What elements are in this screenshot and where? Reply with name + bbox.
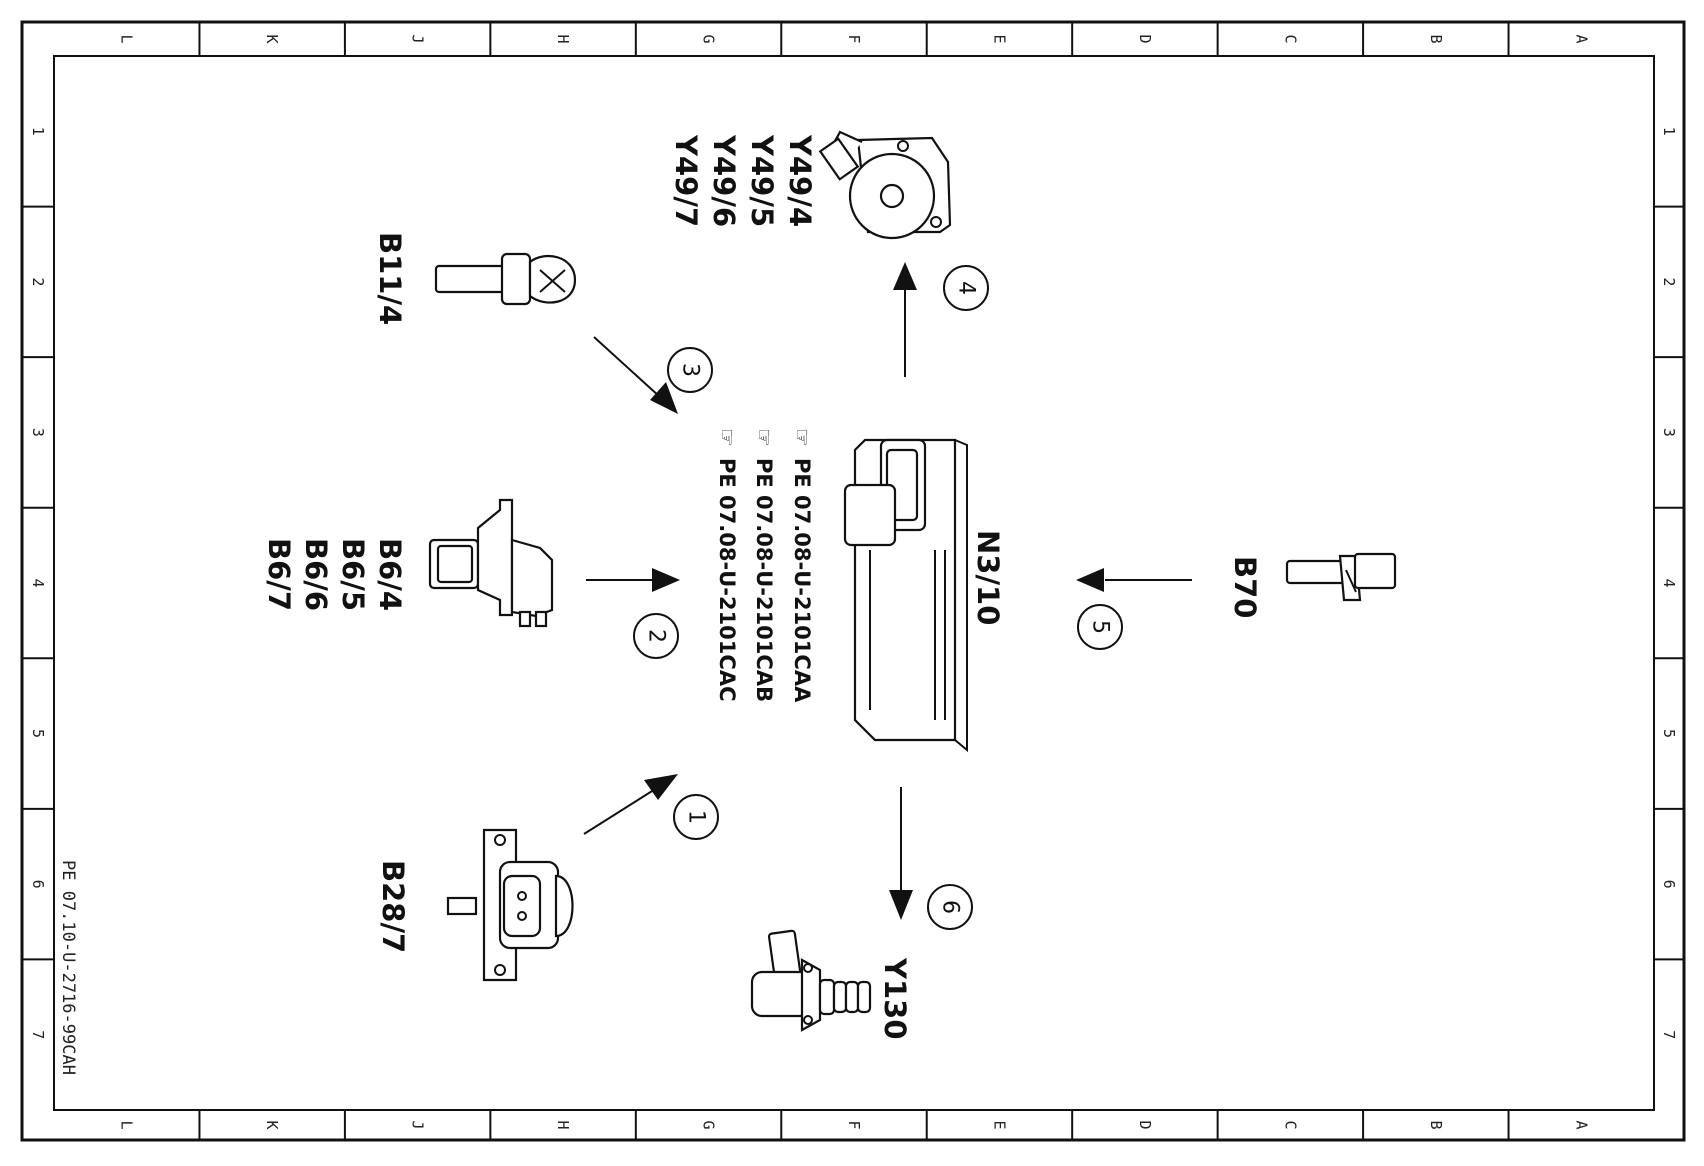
grid-label: B xyxy=(1427,34,1445,43)
grid-label: 4 xyxy=(29,578,47,587)
grid-ticks xyxy=(22,22,1684,1140)
grid-label: 4 xyxy=(1660,578,1678,587)
valve-group: Y130 xyxy=(750,929,912,1040)
step-markers: 1 2 3 4 5 6 xyxy=(633,265,1123,930)
grid-label: C xyxy=(1281,34,1299,43)
oil-temperature-sensor-group: B11/4 xyxy=(373,232,577,325)
step-marker: 3 xyxy=(667,347,713,393)
svg-text:2: 2 xyxy=(644,629,669,643)
inner-border xyxy=(53,55,1655,1111)
grid-label: H xyxy=(554,34,572,43)
document-id: PE 07.10-U-2716-99CAH xyxy=(58,860,78,1075)
grid-label: J xyxy=(409,1120,427,1129)
camshaft-adjuster-icon xyxy=(818,130,952,240)
svg-text:4: 4 xyxy=(954,281,979,295)
grid-label: E xyxy=(990,34,1008,43)
grid-label: 2 xyxy=(29,277,47,286)
arrow-head xyxy=(1076,568,1104,592)
camshaft-sensor-group: B6/4 B6/5 B6/6 B6/7 xyxy=(262,498,554,628)
solenoid-valve-icon xyxy=(750,929,872,1032)
component-code: Y49/4 xyxy=(783,134,817,227)
reference-line: PE 07.08-U-2101CAA xyxy=(790,458,814,703)
grid-label: 3 xyxy=(29,428,47,437)
reference-line: PE 07.08-U-2101CAB xyxy=(752,458,776,702)
grid-label: 6 xyxy=(29,880,47,889)
grid-label: E xyxy=(990,1120,1008,1129)
reference-pointer-icon: ☞ xyxy=(715,428,739,447)
arrow-head xyxy=(644,774,678,800)
component-code: B70 xyxy=(1228,556,1262,618)
component-code: Y49/7 xyxy=(669,134,703,227)
pressure-sensor-icon xyxy=(446,828,574,982)
outer-border xyxy=(20,20,1686,1142)
component-code: B11/4 xyxy=(373,232,407,325)
component-code: B28/7 xyxy=(376,860,410,953)
control-unit-icon xyxy=(843,438,968,753)
crankshaft-sensor-icon xyxy=(1285,552,1397,602)
step-marker: 4 xyxy=(943,265,989,311)
svg-text:3: 3 xyxy=(678,363,703,377)
component-code: B6/4 xyxy=(373,538,407,611)
component-code: B6/6 xyxy=(299,538,333,611)
grid-label: D xyxy=(1136,34,1154,43)
crankshaft-sensor-group: B70 xyxy=(1228,552,1397,618)
grid-label: K xyxy=(263,1120,281,1129)
component-code: Y49/6 xyxy=(707,134,741,227)
grid-label: L xyxy=(118,34,136,43)
grid-label: B xyxy=(1427,1120,1445,1129)
reference-line: PE 07.08-U-2101CAC xyxy=(715,458,739,701)
grid-label: 6 xyxy=(1660,880,1678,889)
grid-label: A xyxy=(1572,34,1590,43)
arrow-head xyxy=(889,890,913,920)
reference-pointer-icon: ☞ xyxy=(752,428,776,447)
step-marker: 5 xyxy=(1077,604,1123,650)
arrow-head xyxy=(893,262,917,290)
grid-label: G xyxy=(700,34,718,43)
grid-label: K xyxy=(263,34,281,43)
temperature-sensor-icon xyxy=(434,252,577,306)
step-marker: 2 xyxy=(633,613,679,659)
grid-label: 1 xyxy=(29,127,47,136)
hall-sensor-icon xyxy=(428,498,554,628)
grid-label: A xyxy=(1572,1120,1590,1129)
component-code: B6/5 xyxy=(336,538,370,611)
arrow-head xyxy=(650,382,678,414)
camshaft-adjuster-group: Y49/4 Y49/5 Y49/6 Y49/7 xyxy=(669,130,952,240)
component-code: Y49/5 xyxy=(745,134,779,227)
svg-text:6: 6 xyxy=(938,900,963,914)
step-marker: 6 xyxy=(927,884,973,930)
svg-text:5: 5 xyxy=(1088,620,1113,634)
grid-label: 1 xyxy=(1660,127,1678,136)
reference-pointer-icon: ☞ xyxy=(790,428,814,447)
reference-list: ☞ PE 07.08-U-2101CAA ☞ PE 07.08-U-2101CA… xyxy=(715,428,814,703)
signal-arrows xyxy=(583,262,1192,920)
pressure-sensor-group: B28/7 xyxy=(376,828,574,982)
grid-label: H xyxy=(554,1120,572,1129)
grid-label: 5 xyxy=(1660,729,1678,738)
component-code: B6/7 xyxy=(262,538,296,611)
grid-label: C xyxy=(1281,1120,1299,1129)
control-unit-n3-10: N3/10 xyxy=(843,438,1005,753)
arrow-head xyxy=(652,568,680,592)
grid-label: 7 xyxy=(1660,1030,1678,1039)
step-marker: 1 xyxy=(673,794,719,840)
component-code: Y130 xyxy=(878,957,912,1040)
svg-text:1: 1 xyxy=(684,810,709,824)
grid-label: 7 xyxy=(29,1030,47,1039)
grid-label: D xyxy=(1136,1120,1154,1129)
grid-labels: L L K K J J H H G G F F E E D D C C B B A A 1 1 2 2 3 3 4 4 5 5 6 6 7 7 xyxy=(29,34,1678,1129)
grid-label: G xyxy=(700,1120,718,1129)
grid-label: L xyxy=(118,1120,136,1129)
control-unit-label: N3/10 xyxy=(971,530,1005,625)
grid-label: F xyxy=(845,34,863,43)
grid-label: F xyxy=(845,1120,863,1129)
grid-label: 3 xyxy=(1660,428,1678,437)
grid-label: J xyxy=(409,34,427,43)
grid-label: 5 xyxy=(29,729,47,738)
grid-label: 2 xyxy=(1660,277,1678,286)
